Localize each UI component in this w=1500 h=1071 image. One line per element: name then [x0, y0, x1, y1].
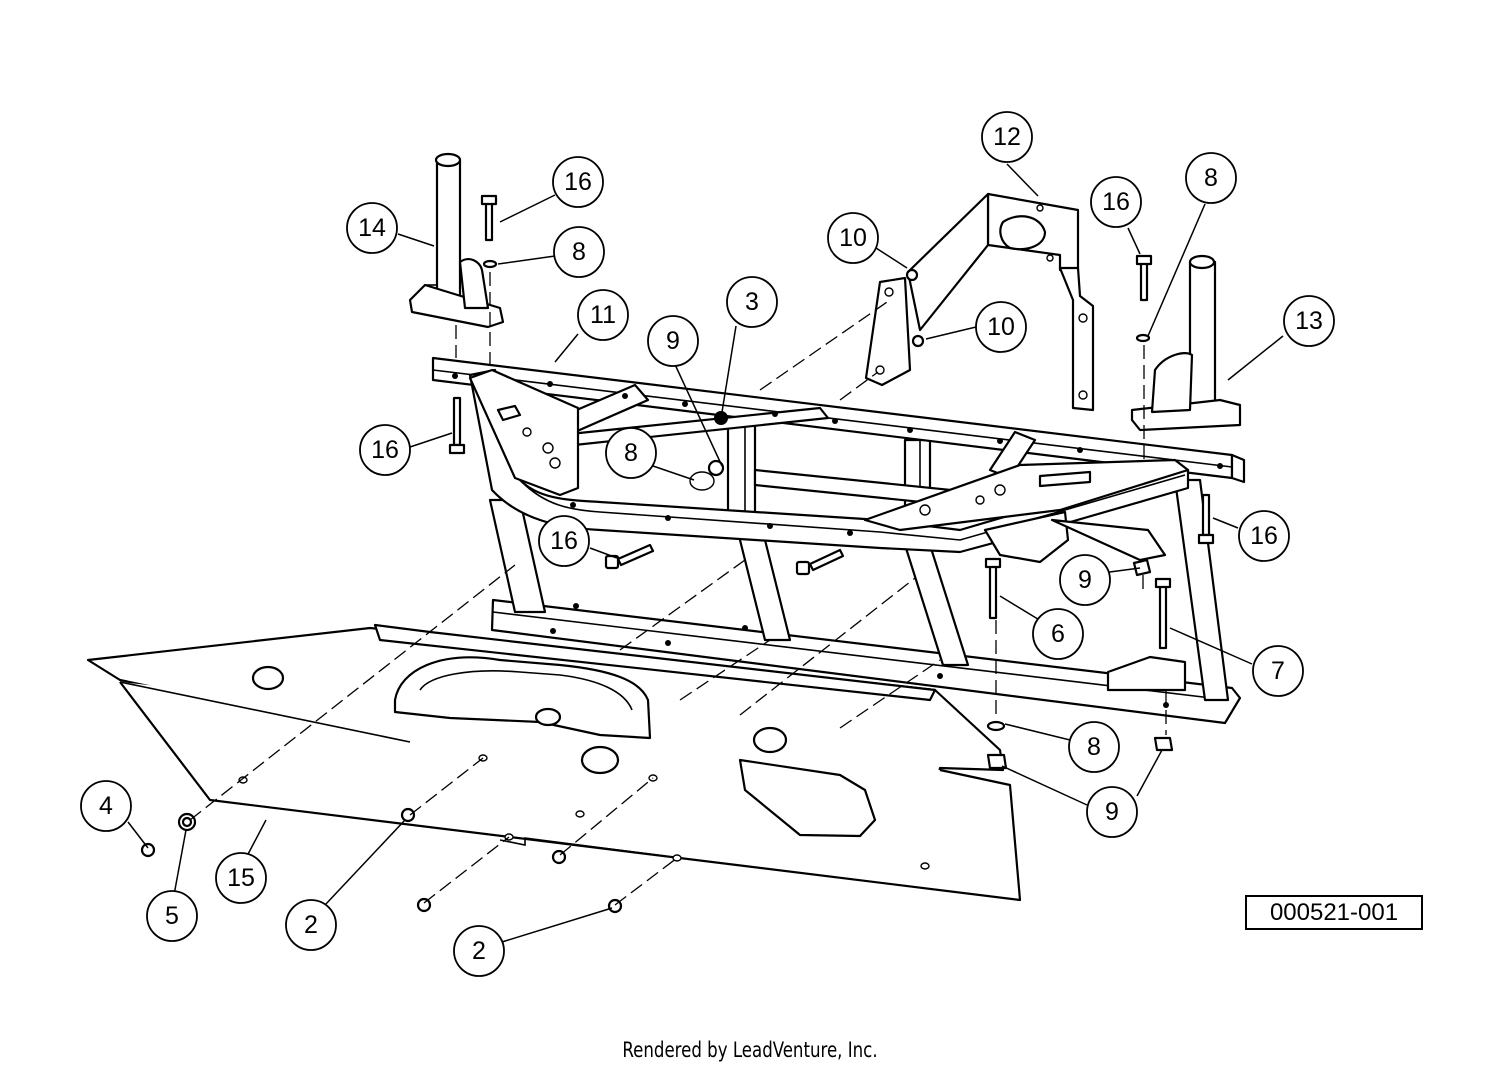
svg-text:3: 3: [745, 288, 759, 316]
callout-8-top-right: 8: [1185, 152, 1237, 204]
callout-12: 12: [981, 111, 1033, 163]
callout-2-lower-right: 2: [453, 925, 505, 977]
svg-text:14: 14: [358, 214, 386, 242]
callout-9-center: 9: [647, 315, 699, 367]
callout-10-lower: 10: [975, 301, 1027, 353]
svg-text:16: 16: [550, 527, 578, 555]
svg-text:16: 16: [1250, 522, 1278, 550]
frame-legs: [488, 423, 1230, 702]
callout-6: 6: [1032, 608, 1084, 660]
svg-text:8: 8: [624, 439, 638, 467]
reference-code: 000521-001: [1245, 895, 1423, 930]
svg-text:16: 16: [564, 168, 592, 196]
callout-13: 13: [1283, 295, 1335, 347]
svg-text:8: 8: [1087, 733, 1101, 761]
svg-text:4: 4: [99, 792, 113, 820]
callout-4: 4: [80, 780, 132, 832]
lower-frame-beam: [490, 598, 1242, 725]
svg-text:9: 9: [1105, 798, 1119, 826]
svg-text:15: 15: [227, 864, 255, 892]
svg-text:9: 9: [1078, 566, 1092, 594]
svg-text:2: 2: [472, 937, 486, 965]
callout-2-lower-left: 2: [285, 899, 337, 951]
svg-text:10: 10: [839, 224, 867, 252]
fasteners: [140, 194, 1215, 914]
svg-text:13: 13: [1295, 307, 1323, 335]
post-13: [1130, 254, 1242, 432]
callout-16-right: 16: [1238, 510, 1290, 562]
svg-text:6: 6: [1051, 620, 1065, 648]
callout-16-left: 16: [359, 424, 411, 476]
callout-5: 5: [146, 890, 198, 942]
callout-16-center: 16: [538, 515, 590, 567]
callout-11: 11: [577, 289, 629, 341]
callout-8-top-left: 8: [553, 226, 605, 278]
svg-text:10: 10: [987, 313, 1015, 341]
main-frame: [431, 356, 1246, 564]
assembly-lines: [189, 272, 1167, 906]
callout-10-upper: 10: [827, 212, 879, 264]
callout-8-lower-right: 8: [1068, 721, 1120, 773]
svg-text:8: 8: [572, 238, 586, 266]
callouts: 2 2 3 4 5 6 7 8 8 8 8 9 9 9 9 10 10 11 1…: [80, 111, 1335, 977]
svg-text:2: 2: [304, 911, 318, 939]
footer-credit: Rendered by LeadVenture, Inc.: [622, 1038, 878, 1062]
post-14: [408, 152, 505, 329]
shield-15: [86, 623, 1022, 902]
callout-9-right: 9: [1059, 554, 1111, 606]
svg-text:9: 9: [666, 327, 680, 355]
bracket-12: [864, 192, 1095, 412]
callout-leaders: [127, 163, 1284, 943]
callout-8-center: 8: [605, 427, 657, 479]
svg-text:7: 7: [1271, 657, 1285, 685]
svg-text:12: 12: [993, 123, 1021, 151]
callout-15: 15: [215, 852, 267, 904]
callout-9-lower-left: 9: [1086, 786, 1138, 838]
callout-7: 7: [1252, 645, 1304, 697]
callout-16-top-right: 16: [1090, 176, 1142, 228]
svg-text:16: 16: [371, 436, 399, 464]
svg-text:11: 11: [590, 301, 616, 329]
svg-text:16: 16: [1102, 188, 1130, 216]
svg-text:5: 5: [165, 902, 179, 930]
callout-14: 14: [346, 202, 398, 254]
svg-text:8: 8: [1204, 164, 1218, 192]
callout-16-top-left: 16: [552, 156, 604, 208]
callout-3: 3: [726, 276, 778, 328]
